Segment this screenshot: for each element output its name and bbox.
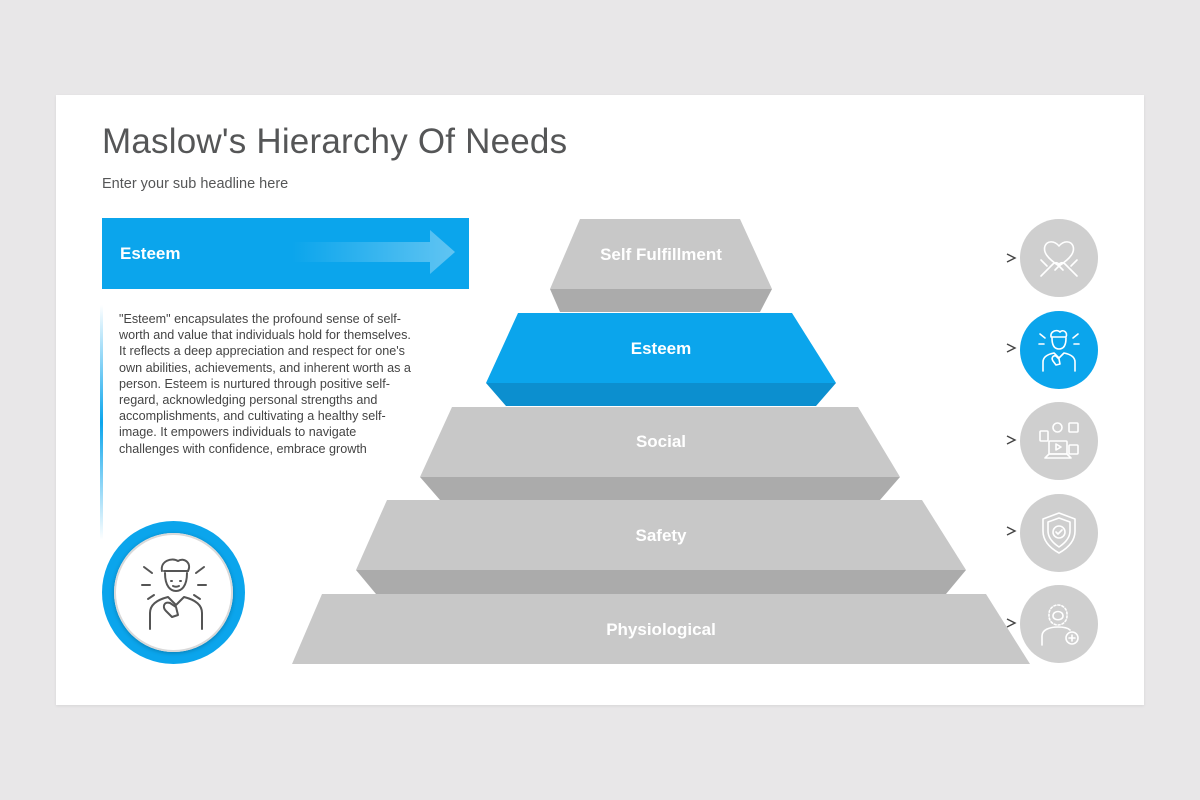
connector-arrow	[955, 618, 1017, 628]
level-icon-badge-self-fulfillment[interactable]	[1020, 219, 1098, 297]
level-icon-badge-esteem[interactable]	[1020, 311, 1098, 389]
level-label-self-fulfillment[interactable]: Self Fulfillment	[600, 245, 722, 264]
description-text: "Esteem" encapsulates the profound sense…	[119, 312, 411, 456]
level-label-safety[interactable]: Safety	[635, 526, 687, 545]
page-subtitle: Enter your sub headline here	[102, 176, 289, 192]
arrow-right-icon	[292, 230, 455, 274]
person-esteem-icon	[1038, 329, 1080, 372]
pyramid-level-physiological[interactable]	[292, 594, 1030, 664]
level-label-physiological[interactable]: Physiological	[606, 620, 716, 639]
level-icon-badge-safety[interactable]	[1020, 494, 1098, 572]
shield-check-icon	[1042, 512, 1076, 554]
selected-level-banner: Esteem	[102, 218, 469, 289]
description-accent-line	[100, 305, 103, 540]
connector-arrow	[835, 343, 1017, 353]
connector-arrow	[765, 253, 1017, 263]
social-media-icon	[1039, 422, 1079, 459]
banner-label: Esteem	[120, 244, 181, 263]
level-label-social[interactable]: Social	[635, 432, 687, 451]
health-person-icon	[1041, 604, 1079, 646]
level-icon-badge-social[interactable]	[1020, 402, 1098, 480]
connector-arrow	[890, 435, 1017, 445]
person-esteem-icon	[141, 558, 207, 630]
selected-level-icon-badge	[102, 521, 245, 664]
pyramid-level-safety[interactable]	[356, 500, 966, 594]
heart-hands-icon	[1040, 241, 1078, 277]
pyramid-level-esteem[interactable]	[486, 313, 836, 406]
pyramid-level-social[interactable]	[420, 407, 900, 500]
page-title: Maslow's Hierarchy Of Needs	[102, 122, 568, 161]
level-icon-badge-physiological[interactable]	[1020, 585, 1098, 663]
connector-arrow	[952, 526, 1017, 536]
level-label-esteem[interactable]: Esteem	[630, 339, 692, 358]
pyramid-level-self-fulfillment[interactable]	[550, 219, 772, 312]
